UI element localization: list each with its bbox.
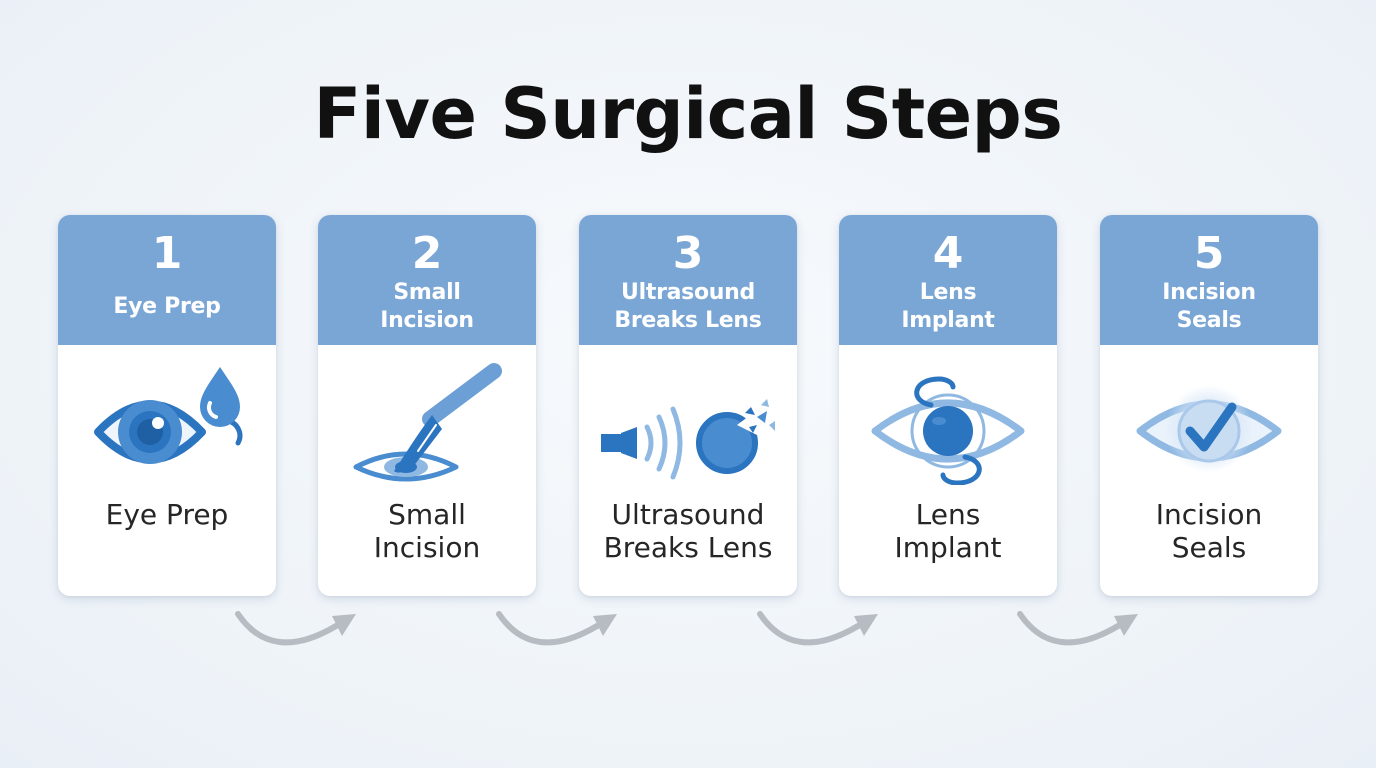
ultrasound-icon <box>579 355 797 485</box>
step-header: 3 Ultrasound Breaks Lens <box>579 215 797 345</box>
step-body-label: Lens Implant <box>894 498 1002 564</box>
step-card-2: 2 Small Incision Small Incision <box>318 215 536 596</box>
step-card-1: 1 Eye Prep Eye Prep <box>58 215 276 596</box>
step-header: 2 Small Incision <box>318 215 536 345</box>
step-header-label: Lens Implant <box>901 280 995 333</box>
lens-implant-icon <box>839 355 1057 485</box>
step-header: 4 Lens Implant <box>839 215 1057 345</box>
step-body-label: Ultrasound Breaks Lens <box>603 498 773 564</box>
step-number: 2 <box>411 228 443 279</box>
step-header-label: Eye Prep <box>113 294 221 319</box>
checkmark-eye-icon <box>1100 355 1318 485</box>
step-header: 1 Eye Prep <box>58 215 276 345</box>
step-header-label: Ultrasound Breaks Lens <box>614 280 762 333</box>
step-header-label: Incision Seals <box>1162 280 1256 333</box>
page-title: Five Surgical Steps <box>313 73 1063 155</box>
step-number: 3 <box>672 228 704 279</box>
arrow-right-icon <box>235 611 356 646</box>
step-header: 5 Incision Seals <box>1100 215 1318 345</box>
step-card-4: 4 Lens Implant Lens Implant <box>839 215 1057 596</box>
arrow-right-icon <box>496 611 617 646</box>
step-body-label: Small Incision <box>373 498 481 564</box>
step-number: 5 <box>1193 228 1225 279</box>
arrow-right-icon <box>757 611 878 646</box>
step-number: 4 <box>932 228 964 279</box>
eye-drop-icon <box>58 355 276 485</box>
step-body-label: Eye Prep <box>105 498 229 531</box>
step-number: 1 <box>151 228 183 279</box>
step-body-label: Incision Seals <box>1155 498 1263 564</box>
step-card-5: 5 Incision Seals Incision Seals <box>1100 215 1318 596</box>
scalpel-icon <box>318 355 536 485</box>
step-header-label: Small Incision <box>380 280 474 333</box>
step-card-3: 3 Ultrasound Breaks Lens Ultrasound Brea… <box>579 215 797 596</box>
arrow-right-icon <box>1017 611 1138 646</box>
